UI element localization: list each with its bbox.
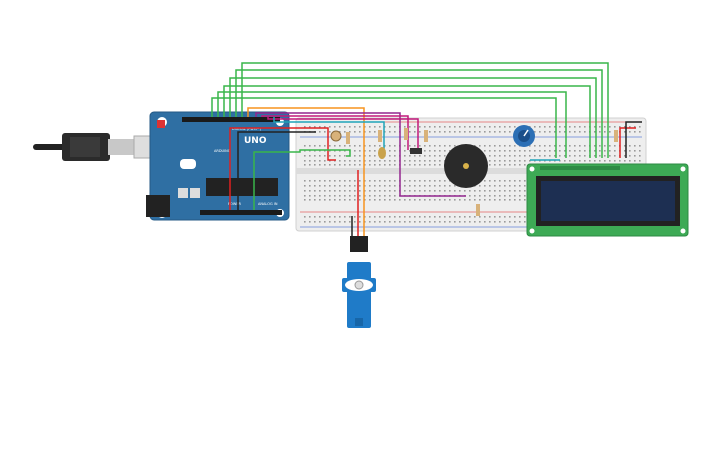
usb-cable (33, 133, 163, 161)
wire-green-6 (241, 62, 609, 158)
transistor[interactable] (410, 148, 422, 154)
capacitor[interactable] (378, 147, 386, 159)
piezo-buzzer[interactable] (444, 144, 488, 188)
resistor-6[interactable] (614, 130, 618, 142)
resistor-4[interactable] (424, 130, 428, 142)
resistor-5[interactable] (476, 204, 480, 216)
power-label: POWER (228, 202, 242, 206)
wire-magenta-2 (267, 117, 419, 150)
wire-red-power (229, 127, 336, 210)
wire-teal (273, 117, 385, 150)
potentiometer[interactable] (513, 125, 535, 147)
board-label: UNO (244, 136, 267, 146)
lcd-screen (541, 181, 675, 221)
digital-label: DIGITAL (PWM~) (232, 127, 262, 131)
arduino-uno-board[interactable]: UNO DIGITAL (PWM~) POWER ANALOG IN ARDUI… (146, 111, 290, 221)
photoresistor[interactable] (330, 130, 342, 142)
wire-green-1 (211, 97, 557, 158)
power-jack (146, 195, 170, 217)
brand-label: ARDUINO (214, 149, 231, 153)
wire-black-gnd (237, 131, 316, 210)
wire-green-2 (217, 91, 567, 158)
wire-green-analog (253, 149, 351, 210)
resistor-3[interactable] (404, 128, 408, 140)
atmega-chip (206, 178, 278, 196)
wires (211, 62, 642, 240)
reset-button[interactable] (157, 120, 165, 128)
digital-header (182, 117, 280, 122)
crystal (180, 159, 196, 169)
analog-header (200, 210, 282, 215)
micro-servo[interactable] (342, 236, 376, 328)
wire-green-4 (229, 77, 597, 158)
lcd-pin-header (540, 166, 620, 170)
resistor-2[interactable] (378, 130, 382, 142)
wire-green-3 (223, 85, 591, 158)
analog-label: ANALOG IN (258, 202, 278, 206)
wire-lcd-red (619, 127, 636, 158)
resistor-1[interactable] (346, 132, 350, 144)
wire-purple-1 (255, 112, 466, 197)
lcd-16x2[interactable] (526, 163, 689, 237)
wire-green-5 (235, 69, 603, 158)
wire-orange-servo (247, 107, 365, 240)
wire-lcd-black (625, 121, 642, 158)
